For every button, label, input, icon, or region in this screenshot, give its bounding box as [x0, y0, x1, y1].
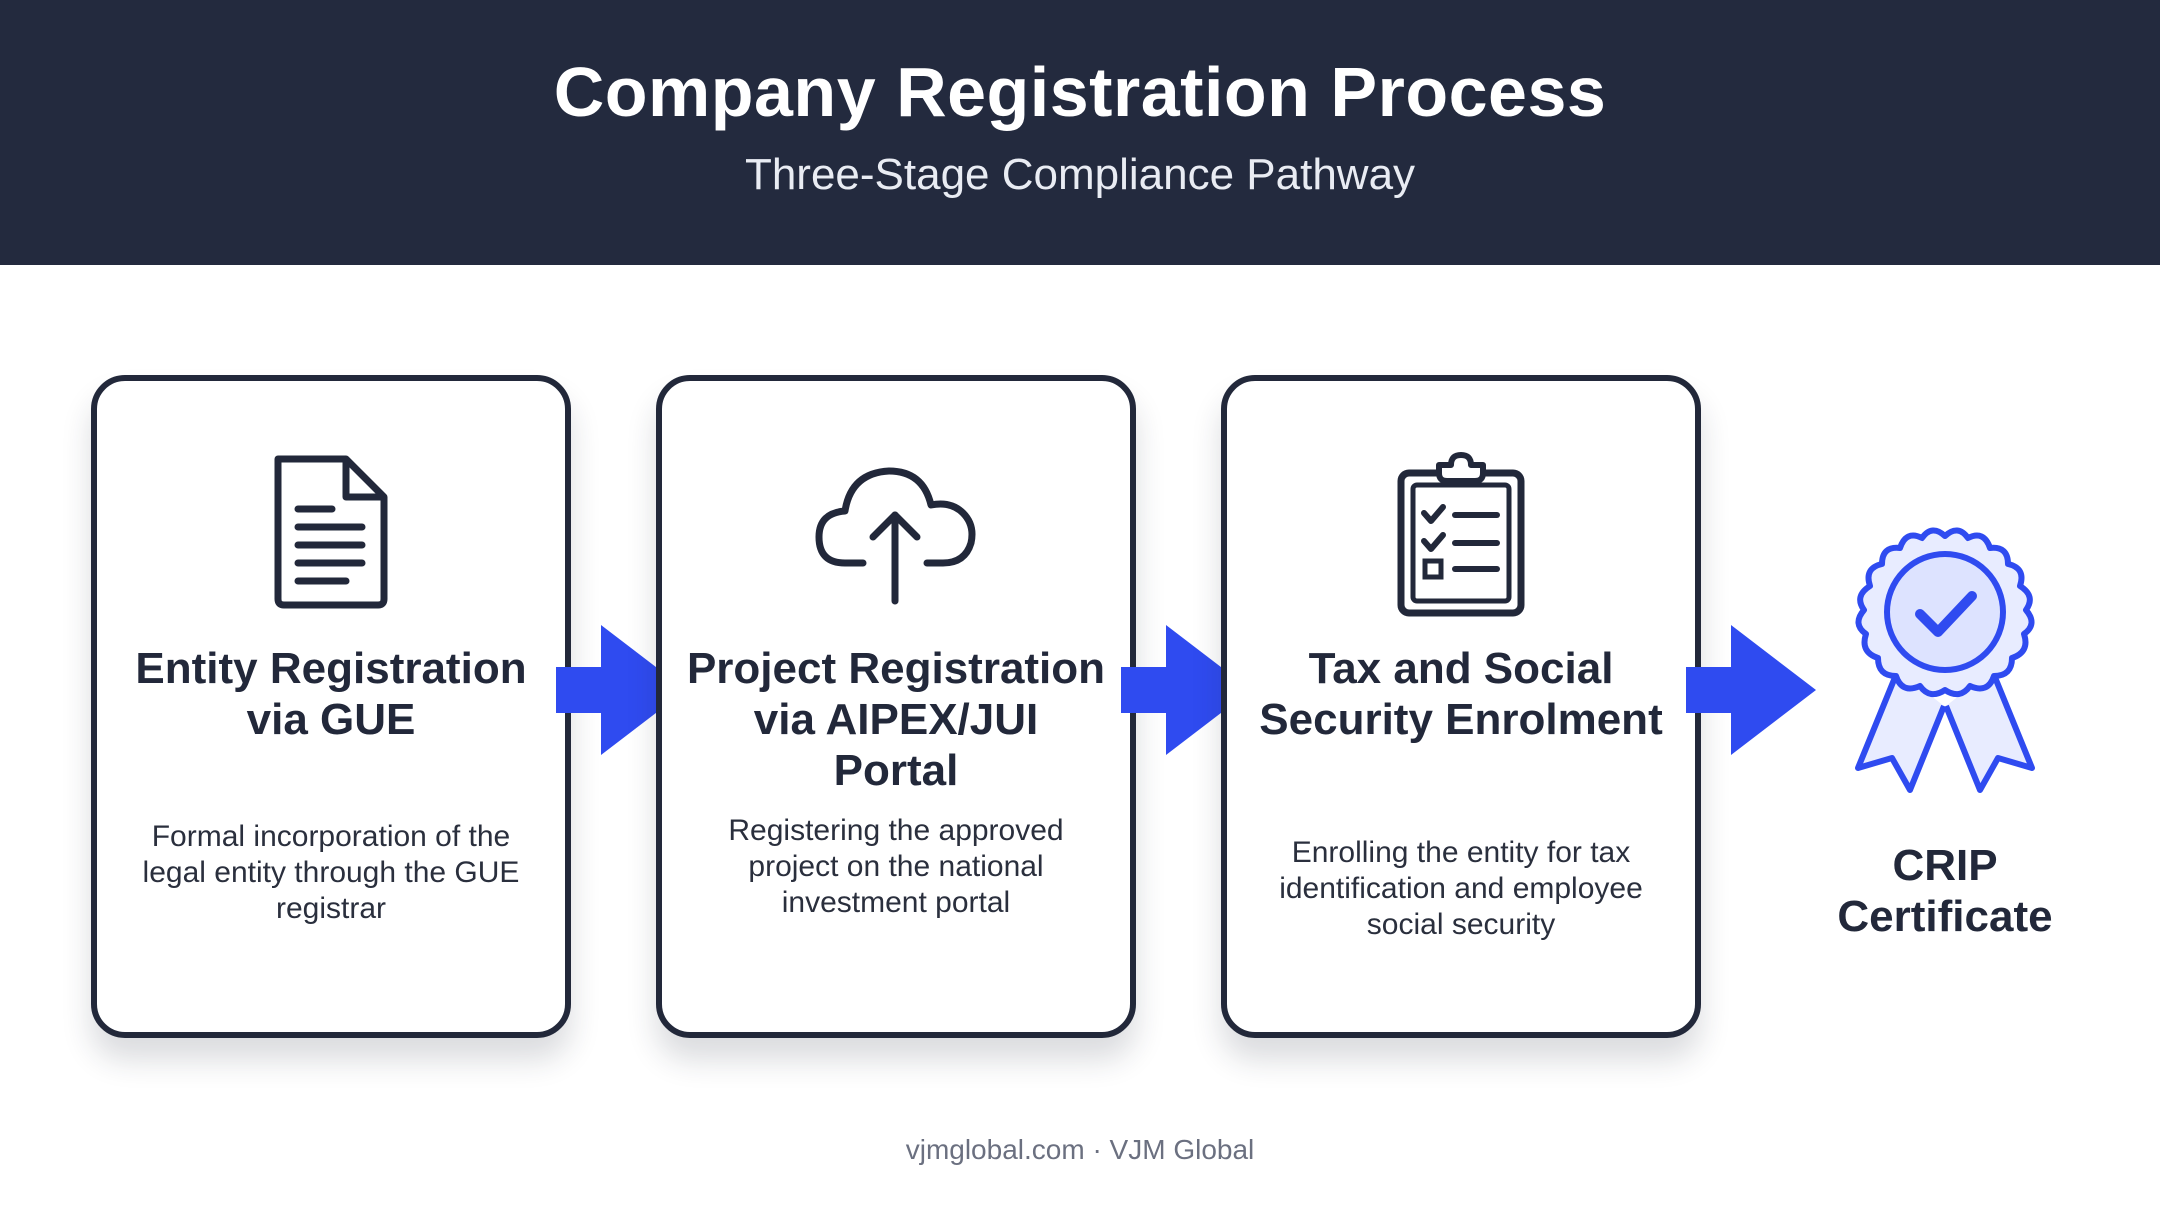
- stage-card-project-registration: Project Registration via AIPEX/JUI Porta…: [656, 375, 1136, 1038]
- stage-title: Entity Registration via GUE: [135, 644, 527, 744]
- stage-title: Tax and Social Security Enrolment: [1259, 644, 1663, 744]
- clipboard-checklist-icon: [1227, 451, 1695, 617]
- header-banner: Company Registration Process Three-Stage…: [0, 0, 2160, 265]
- cloud-upload-icon: [662, 451, 1130, 611]
- final-label: CRIP Certificate: [1837, 841, 2053, 941]
- document-icon: [97, 451, 565, 611]
- stage-description: Enrolling the entity for tax identificat…: [1279, 836, 1643, 941]
- final-outcome: CRIP Certificate: [1800, 520, 2090, 941]
- arrow-right-icon: [1121, 625, 1251, 755]
- stage-description: Formal incorporation of the legal entity…: [142, 820, 520, 925]
- stage-description: Registering the approved project on the …: [728, 814, 1064, 919]
- stage-card-entity-registration: Entity Registration via GUE Formal incor…: [91, 375, 571, 1038]
- page-title: Company Registration Process: [553, 53, 1607, 131]
- footer-credit: vjmglobal.com · VJM Global: [905, 1134, 1255, 1165]
- arrow-right-icon: [1686, 625, 1816, 755]
- stage-title: Project Registration via AIPEX/JUI Porta…: [686, 644, 1106, 795]
- award-badge-icon: [1840, 520, 2050, 800]
- arrow-right-icon: [556, 625, 686, 755]
- page-subtitle: Three-Stage Compliance Pathway: [744, 150, 1416, 199]
- stage-card-tax-social-security: Tax and Social Security Enrolment Enroll…: [1221, 375, 1701, 1038]
